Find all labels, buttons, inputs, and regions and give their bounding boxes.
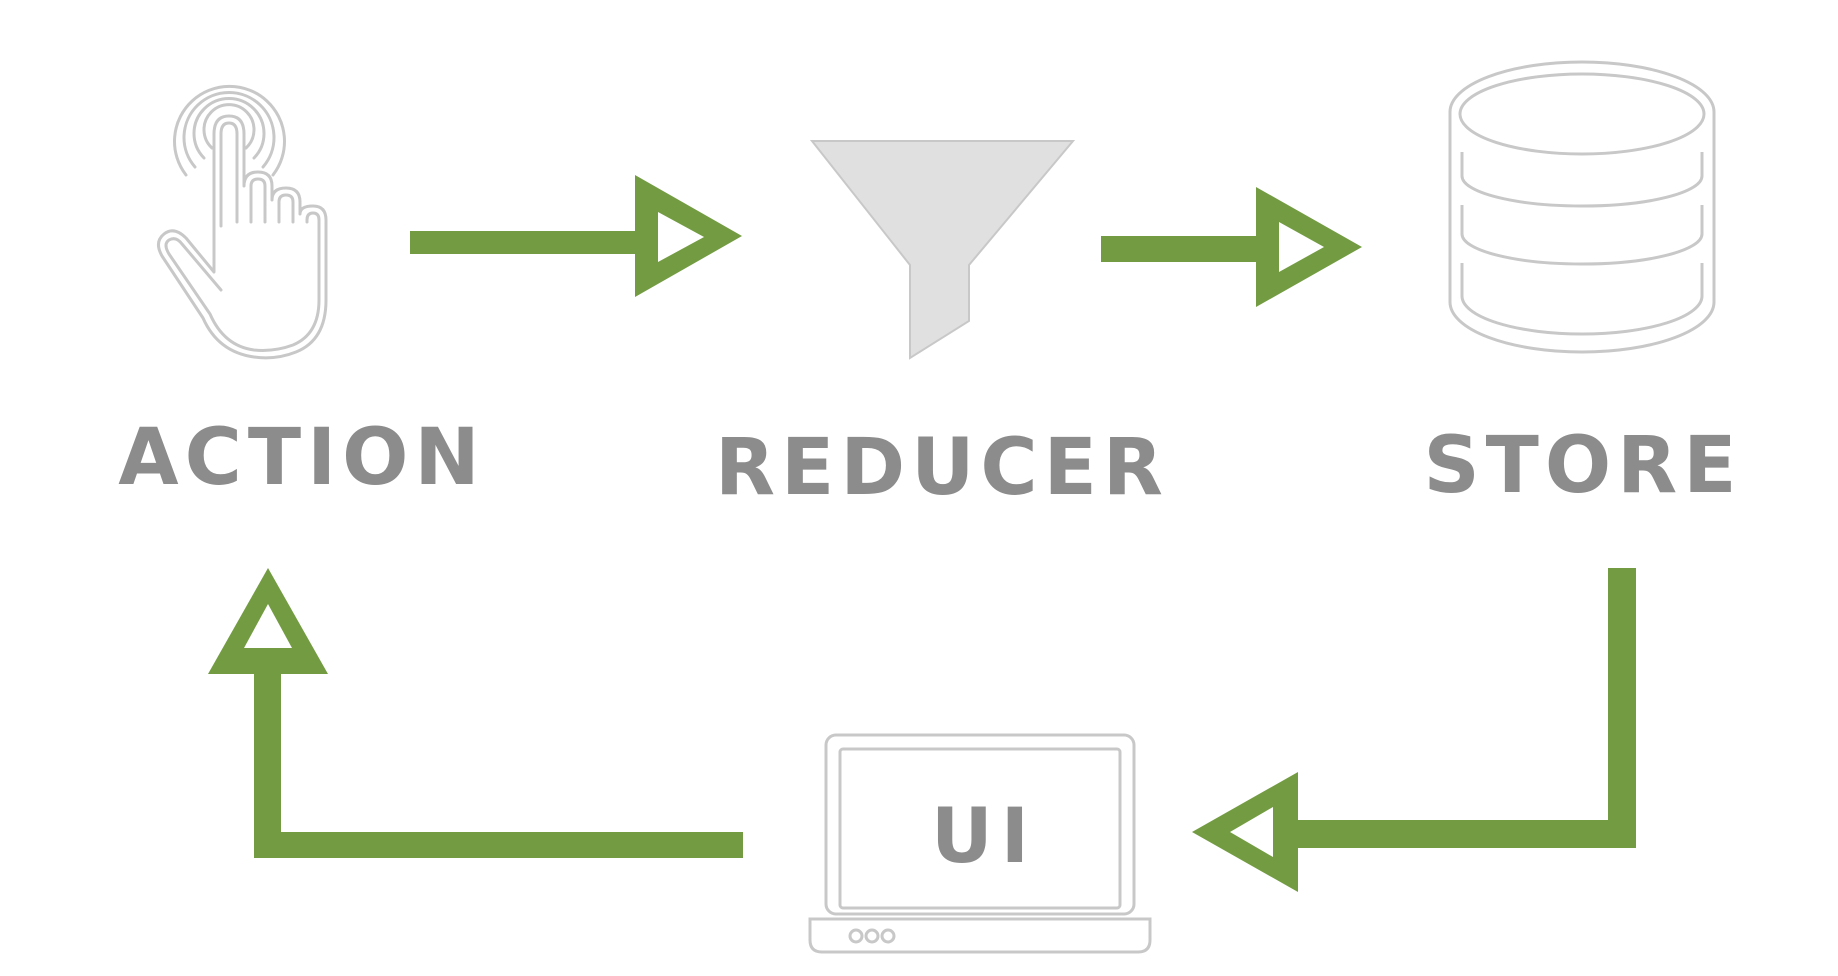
laptop-icon <box>808 733 1152 954</box>
arrow-store-to-ui <box>1192 568 1636 892</box>
arrow-reducer-to-store <box>1101 187 1362 307</box>
database-icon <box>1448 60 1716 354</box>
pointing-hand-icon <box>157 84 328 360</box>
node-label-ui: UI <box>931 791 1037 880</box>
node-label-reducer: REDUCER <box>715 423 1169 513</box>
funnel-icon <box>809 140 1076 360</box>
node-label-store: STORE <box>1423 421 1742 511</box>
node-label-action: ACTION <box>118 413 485 503</box>
arrow-action-to-reducer <box>410 175 742 297</box>
arrow-ui-to-action <box>208 568 743 858</box>
